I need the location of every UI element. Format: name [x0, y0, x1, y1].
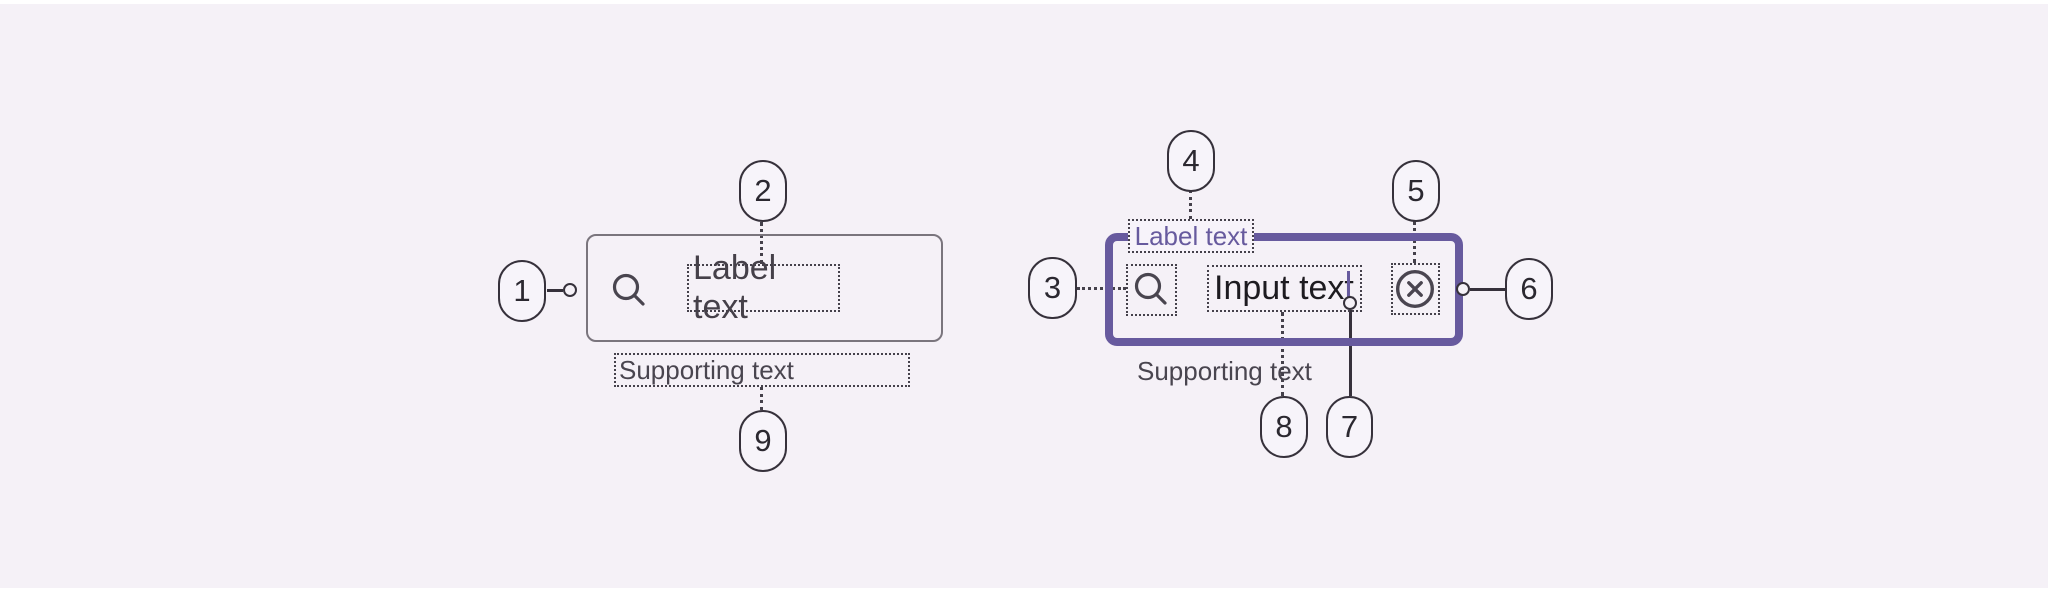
callout-9: 9: [739, 410, 787, 472]
supporting-text-value: Supporting text: [1137, 356, 1312, 386]
callout-5-number: 5: [1407, 173, 1425, 208]
supporting-text: Supporting text: [619, 354, 794, 385]
supporting-text-region: Supporting text: [614, 353, 910, 387]
callout-3-number: 3: [1043, 270, 1062, 305]
callout-5: 5: [1392, 160, 1440, 222]
callout-1-number: 1: [513, 273, 531, 308]
callout-5-connector: [1413, 221, 1416, 263]
input-text-region[interactable]: Input text: [1207, 265, 1362, 312]
callout-7: 7: [1326, 396, 1373, 458]
callout-4-number: 4: [1182, 143, 1200, 178]
search-icon[interactable]: [606, 267, 650, 311]
callout-8-number: 8: [1275, 409, 1293, 444]
callout-1: 1: [498, 260, 546, 322]
label-text-region[interactable]: Label text: [687, 249, 840, 326]
search-icon[interactable]: [1128, 266, 1172, 310]
callout-7-number: 7: [1340, 409, 1359, 444]
callout-6-connector: [1470, 288, 1505, 291]
floating-label-region: Label text: [1128, 219, 1254, 253]
callout-2-number: 2: [754, 173, 772, 208]
callout-6-node: [1456, 282, 1470, 296]
callout-8: 8: [1260, 396, 1308, 458]
floating-label-text: Label text: [1134, 220, 1248, 251]
callout-6-number: 6: [1520, 271, 1538, 306]
callout-1-connector: [547, 289, 563, 292]
close-circle-icon[interactable]: [1393, 267, 1437, 311]
supporting-text: Supporting text: [1137, 356, 1312, 387]
callout-4: 4: [1167, 130, 1215, 192]
label-text: Label text: [693, 249, 777, 326]
text-cursor: [1347, 271, 1350, 302]
callout-4-connector: [1189, 190, 1192, 219]
callout-3: 3: [1028, 257, 1077, 319]
trailing-icon-region: [1391, 263, 1440, 315]
callout-1-node: [563, 283, 577, 297]
diagram-background: [0, 4, 2048, 588]
callout-9-connector: [760, 387, 763, 410]
callout-2: 2: [739, 160, 787, 222]
callout-9-number: 9: [754, 423, 772, 458]
callout-7-node: [1343, 296, 1357, 310]
input-text: Input text: [1214, 269, 1354, 307]
callout-8-connector: [1281, 312, 1284, 396]
leading-icon-region: [1126, 264, 1177, 316]
callout-3-connector: [1077, 287, 1126, 290]
search-field-enabled[interactable]: [586, 234, 943, 342]
callout-2-connector: [760, 222, 763, 264]
callout-6: 6: [1505, 258, 1553, 320]
callout-7-connector: [1349, 310, 1352, 396]
